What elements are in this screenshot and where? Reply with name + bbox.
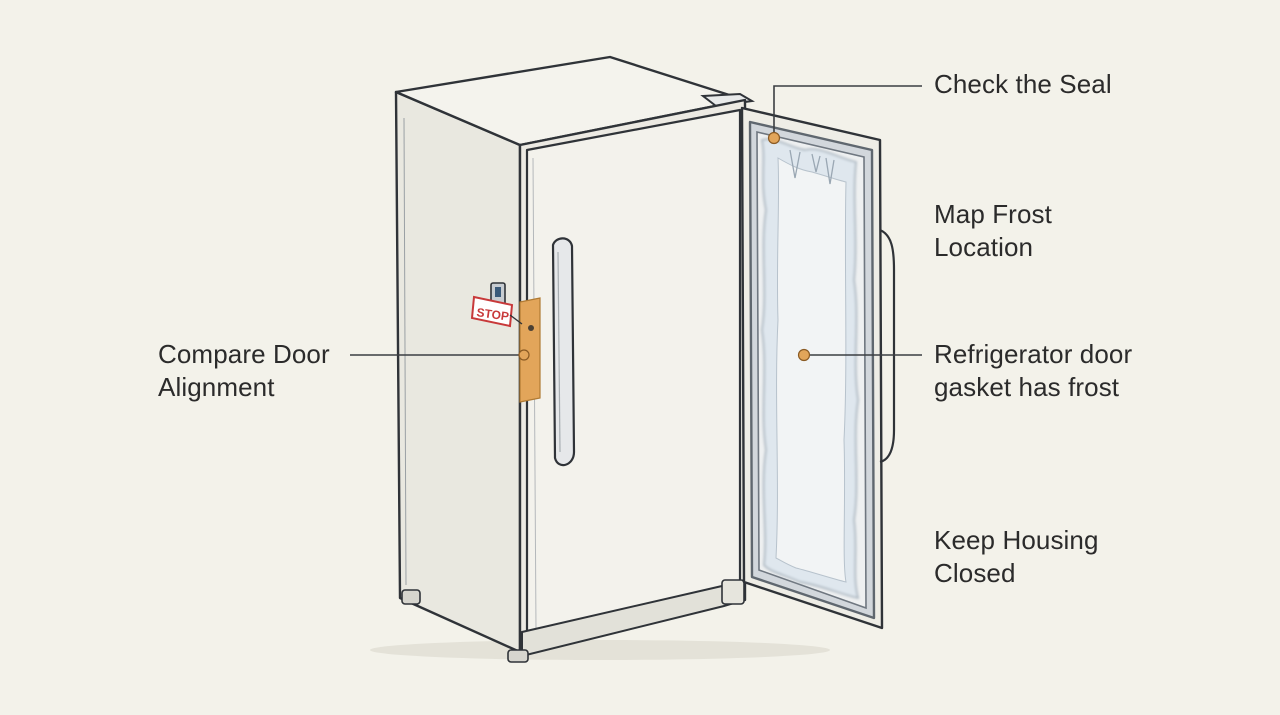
label-check-seal: Check the Seal <box>934 69 1112 99</box>
stop-tag: STOP <box>470 282 523 328</box>
label-compare-door: Compare Door Alignment <box>158 339 330 402</box>
callout-lines <box>350 85 922 362</box>
floor-shadow <box>370 640 830 660</box>
top-hinge <box>700 92 756 108</box>
label-gasket-frost: Refrigerator door gasket has frost <box>934 339 1133 402</box>
label-map-frost: Map Frost Location <box>934 199 1052 262</box>
door-handle <box>551 237 576 467</box>
cabinet-side <box>394 90 522 654</box>
seal-callout-dot <box>767 131 781 145</box>
gasket-callout-dot <box>797 348 811 362</box>
cabinet-base <box>401 578 745 663</box>
alignment-strip <box>519 297 541 403</box>
label-keep-housing: Keep Housing Closed <box>934 525 1099 588</box>
alignment-callout-dot <box>518 349 530 361</box>
stop-tag-text: STOP <box>476 305 510 323</box>
open-door <box>740 106 896 630</box>
